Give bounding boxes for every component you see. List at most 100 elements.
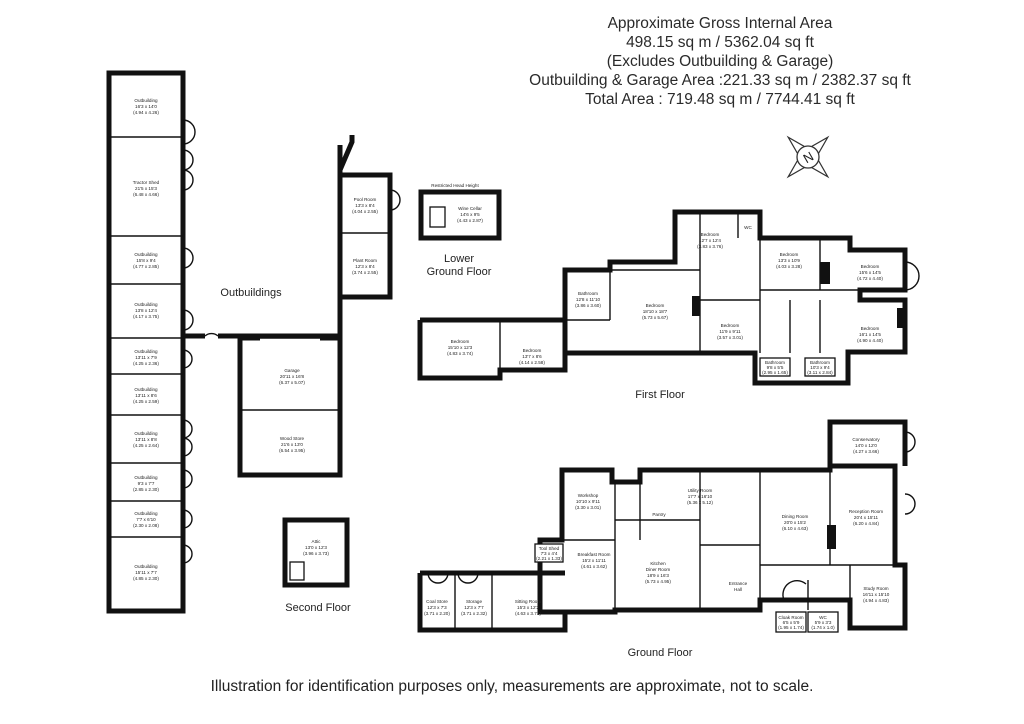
room-name: Outbuilding [134,431,158,436]
room-metric: (6.37 x 5.07) [279,380,305,385]
room-dim: 13'8 x 12'4 [135,308,157,313]
room-dim: 5'9 x 3'3 [815,620,832,625]
room-dim: 9'3 x 7'7 [138,481,155,486]
room-name: Bedroom [646,303,665,308]
room-name: Reception Room [849,509,883,514]
room-name: Bathroom [578,291,598,296]
room-metric: (4.77 x 2.85) [133,264,159,269]
room-name: Conservatory [852,437,880,442]
room-name: Storage [466,599,483,604]
room-name: Tractor Shed [133,180,160,185]
room-name: Attic [312,539,322,544]
room-dim: 13'11 x 8'8 [135,437,157,442]
room-name-kitchen-1: Kitchen [650,561,666,566]
area-summary-total: Total Area : 719.48 sq m / 7744.41 sq ft [585,91,855,108]
room-metric: (4.04 x 2.55) [352,209,378,214]
room-metric: (6.10 x 4.63) [782,526,808,531]
room-dim: 13'3 x 8'4 [355,203,375,208]
restricted-height-label: Restricted Head Height [431,183,479,188]
room-name: WC [744,225,752,230]
room-dim: 12'8 x 11'10 [576,297,601,302]
room-metric: (3.11 x 2.84) [807,370,833,375]
compass-icon: N [786,135,830,179]
room-metric: (4.03 x 3.28) [776,264,802,269]
room-metric: (1.95 x 1.74) [778,625,804,630]
room-metric: (4.27 x 3.66) [853,449,879,454]
room-metric: (4.90 x 4.40) [857,338,883,343]
room-name: Bedroom [721,323,740,328]
room-name: Plant Room [353,258,377,263]
room-name: Bedroom [861,326,880,331]
room-name: Outbuilding [134,564,158,569]
room-metric: (2.30 x 2.08) [133,523,159,528]
room-metric: (3.96 x 3.73) [303,551,329,556]
room-name: Outbuilding [134,511,158,516]
area-summary-gross: 498.15 sq m / 5362.04 sq ft [626,34,814,51]
room-metric: (3.57 x 3.01) [717,335,743,340]
room-metric: (4.14 x 2.58) [519,360,545,365]
room-dim: 15'6 x 14'5 [859,270,881,275]
room-name: Cloak Room [778,615,803,620]
room-dim: 21'6 x 13'0 [281,442,303,447]
room-dim: 15'11 x 7'7 [135,570,157,575]
room-metric: (2.21 x 1.33) [536,556,562,561]
room-name: Study Room [863,586,888,591]
room-dim: 15'8 x 9'4 [136,258,156,263]
room-dim: 13'0 x 12'3 [305,545,327,550]
room-metric: (4.94 x 4.83) [863,598,889,603]
room-metric: (4.25 x 2.64) [133,443,159,448]
room-metric: (5.36 x 5.12) [687,500,713,505]
room-name: Pool Room [354,197,377,202]
room-metric: (4.72 x 4.40) [857,276,883,281]
room-dim: 13'7 x 8'6 [522,354,542,359]
room-name: Outbuilding [134,252,158,257]
room-dim: 7'3 x 4'4 [541,551,558,556]
room-dim: 13'11 x 8'6 [135,393,157,398]
room-name: Bathroom [810,360,830,365]
room-dim: 10'10 x 9'11 [576,499,601,504]
room-metric: (2.85 x 2.30) [133,487,159,492]
room-dim: 12'3 x 7'7 [464,605,484,610]
room-name: Bedroom [780,252,799,257]
room-metric: (4.94 x 4.26) [133,110,159,115]
room-metric: (4.43 x 2.87) [457,218,483,223]
room-dim: 13'11 x 7'9 [135,355,157,360]
room-dim: 15'10 x 12'3 [448,345,473,350]
room-metric: (5.73 x 4.95) [645,579,671,584]
room-name: Outbuilding [134,387,158,392]
room-metric: (3.71 x 2.32) [461,611,487,616]
room-name: Bedroom [523,348,542,353]
room-name: Outbuilding [134,98,158,103]
area-summary-excludes: (Excludes Outbuilding & Garage) [606,53,834,70]
room-metric: (4.83 x 3.74) [447,351,473,356]
disclaimer: Illustration for identification purposes… [210,678,814,695]
room-metric: (6.54 x 3.95) [279,448,305,453]
room-dim: 12'7 x 12'4 [699,238,721,243]
room-name-hall-2: Hall [734,587,742,592]
room-name: Wood Store [280,436,305,441]
first-floor: Bedroom 15'10 x 12'3 (4.83 x 3.74) Bedro… [417,209,920,401]
room-name: Outbuilding [134,475,158,480]
room-name: Wine Cellar [458,206,482,211]
room-name-hall-1: Entrance [729,581,748,586]
room-dim: 16'3 x 14'0 [135,104,157,109]
room-metric: (3.86 x 3.60) [575,303,601,308]
room-dim: 16'11 x 15'10 [863,592,890,597]
room-dim: 16'1 x 14'5 [859,332,881,337]
room-name-kitchen-2: Diner Room [646,567,671,572]
room-dim: 9'8 x 5'5 [767,365,784,370]
room-dim: 20'0 x 15'2 [784,520,806,525]
room-dim: 15'3 x 12'2 [517,605,539,610]
room-metric: (4.25 x 2.59) [133,399,159,404]
room-dim: 21'5 x 15'3 [135,186,157,191]
room-name: Pantry [652,512,666,517]
room-dim: 14'6 x 9'5 [460,212,480,217]
room-name: Bedroom [861,264,880,269]
room-name: Bathroom [765,360,785,365]
room-dim: 12'3 x 7'3 [427,605,447,610]
room-dim: 12'3 x 8'4 [355,264,375,269]
room-name: Coal Store [426,599,448,604]
room-name: Breakfast Room [578,552,611,557]
room-dim: 11'9 x 9'11 [719,329,741,334]
